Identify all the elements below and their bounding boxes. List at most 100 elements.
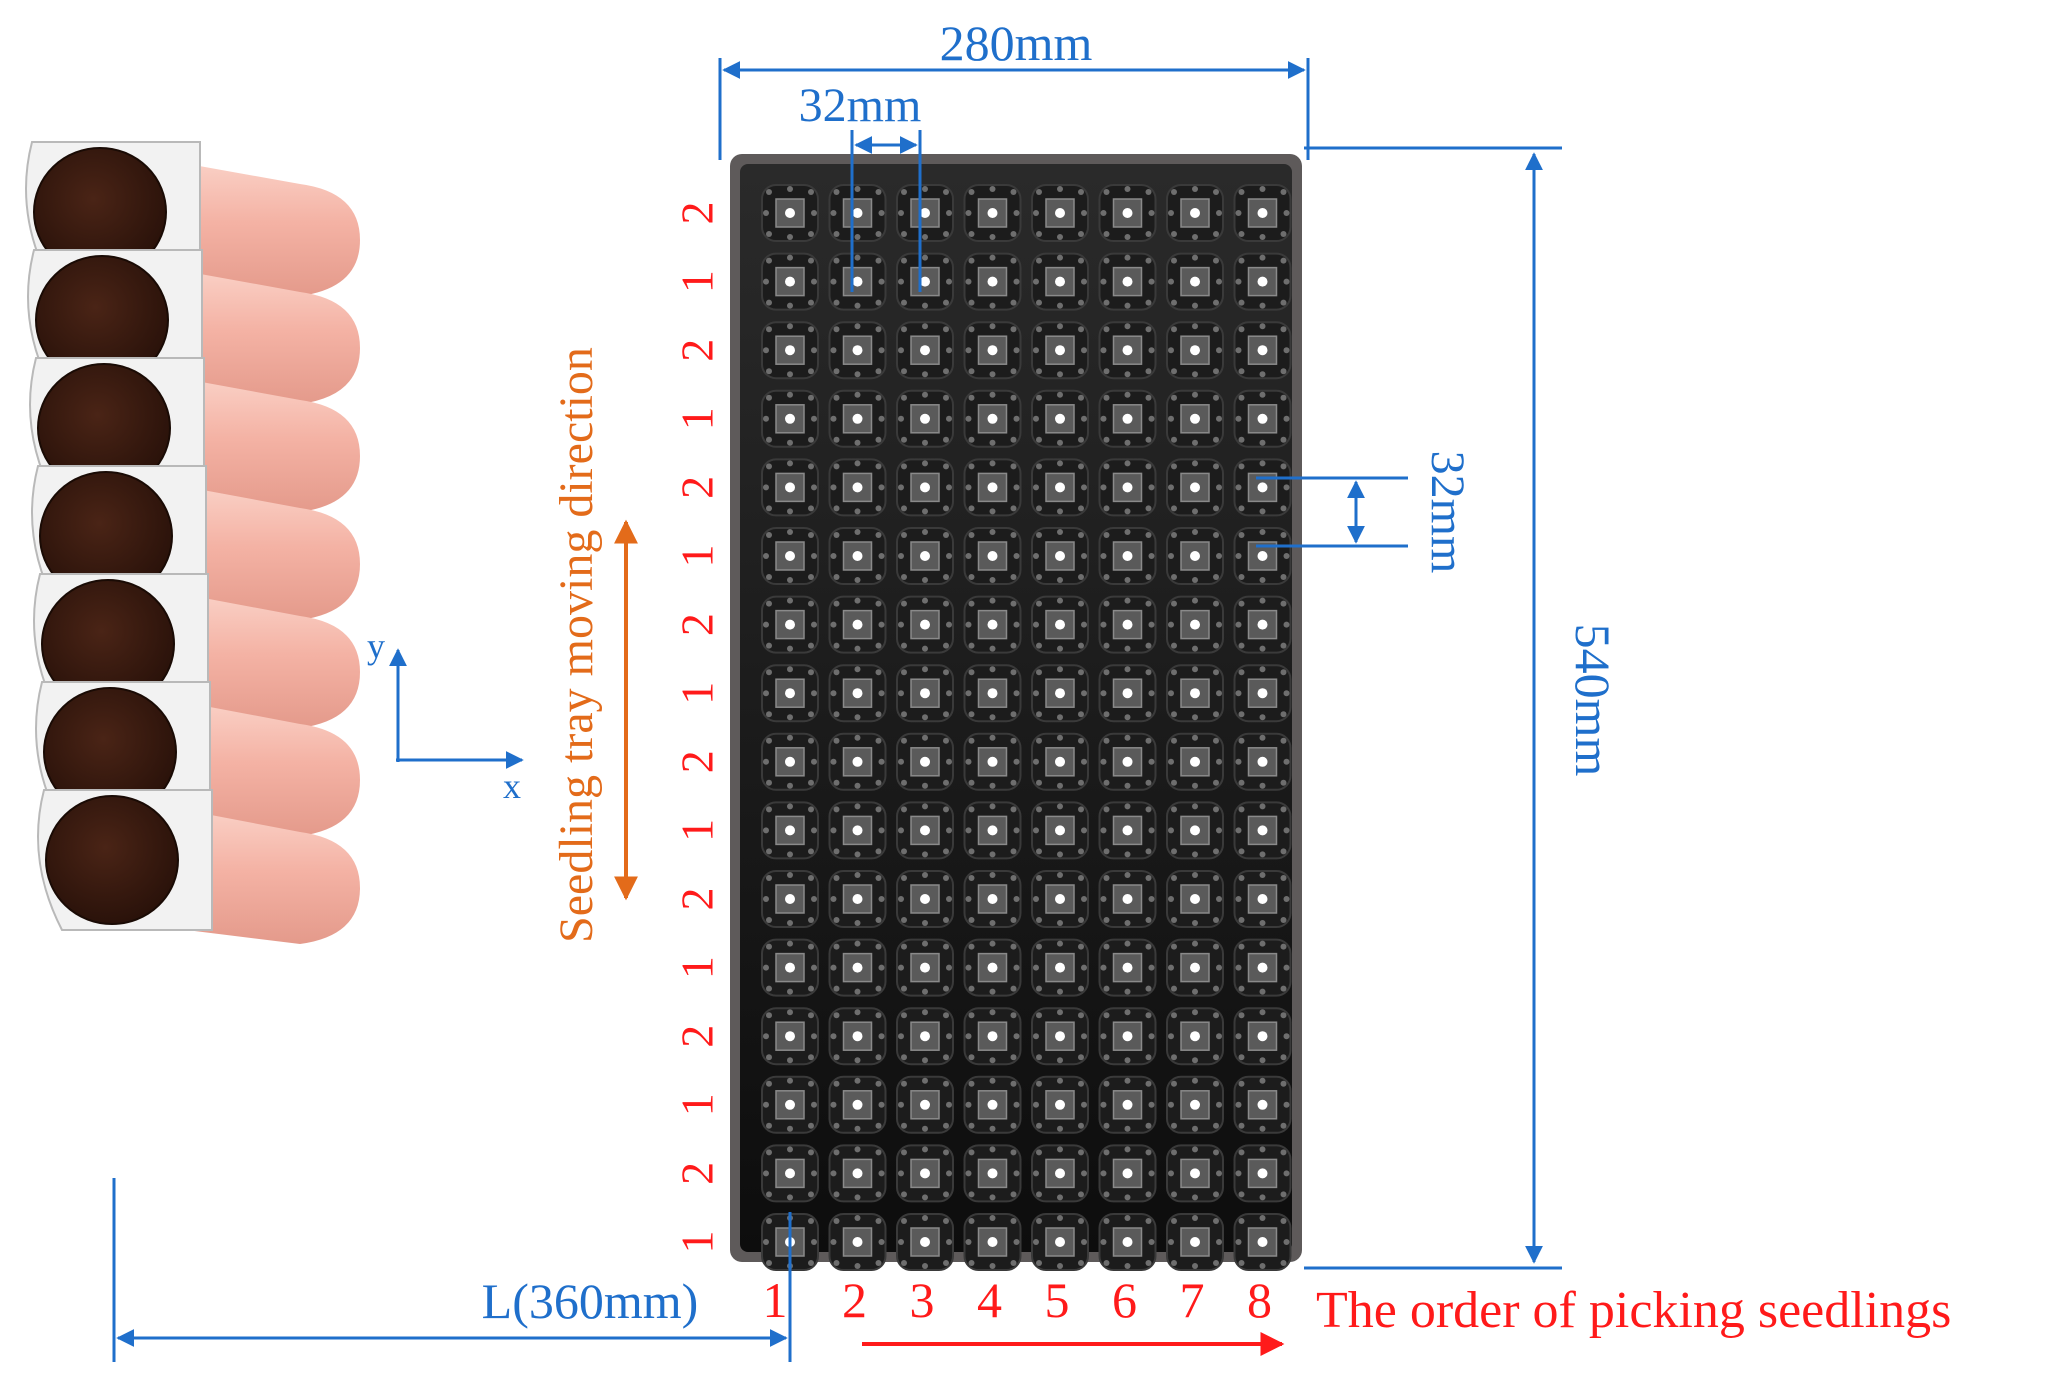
- tray-cell: [761, 664, 819, 723]
- tray-cell: [963, 184, 1022, 242]
- tray-cell: [1031, 321, 1089, 380]
- tray-cell: [1166, 321, 1224, 380]
- y-axis-label: y: [367, 626, 385, 666]
- row-order-number: 1: [672, 819, 723, 842]
- column-order-number: 4: [977, 1272, 1002, 1328]
- row-order-number: 2: [672, 888, 723, 911]
- row-order-number: 1: [672, 956, 723, 979]
- tray-cell: [828, 458, 887, 517]
- row-order-number: 2: [672, 339, 723, 362]
- row-order-number: 1: [672, 682, 723, 705]
- cell-pitch-y-dimension: 32mm: [1256, 451, 1474, 574]
- tray-cell: [963, 1213, 1022, 1271]
- distance-L-dimension: L(360mm): [112, 1178, 792, 1362]
- row-order-number: 1: [672, 407, 723, 430]
- tray-cell: [1166, 527, 1224, 585]
- tray-cells: [761, 184, 1292, 1271]
- row-order-number: 1: [672, 1093, 723, 1116]
- tray-cell: [1098, 1144, 1157, 1203]
- tray-cell: [761, 870, 819, 928]
- cell-pitch-y-label: 32mm: [1421, 451, 1474, 574]
- tray-cell: [963, 252, 1022, 311]
- tray-cell: [896, 1144, 954, 1203]
- tray-cell: [828, 184, 887, 242]
- tray-width-dimension: 280mm: [718, 15, 1310, 160]
- tray-cell: [1031, 664, 1089, 723]
- cell-pitch-x-dimension: 32mm: [799, 79, 922, 292]
- tray-cell: [963, 458, 1022, 517]
- tray-cell: [896, 1213, 954, 1271]
- tray-cell: [1233, 595, 1292, 654]
- tray-cell: [896, 595, 954, 654]
- distance-L-label: L(360mm): [482, 1273, 699, 1329]
- tray-cell: [1166, 458, 1224, 517]
- column-order-number: 8: [1247, 1272, 1272, 1328]
- tray-cell: [1031, 1144, 1089, 1203]
- tray-cell: [963, 732, 1022, 791]
- gripper-array: [25, 141, 360, 944]
- tray-cell: [963, 870, 1022, 928]
- tray-cell: [1233, 527, 1292, 585]
- tray-cell: [1166, 664, 1224, 723]
- cell-pitch-x-label: 32mm: [799, 79, 922, 132]
- tray-cell: [1233, 732, 1292, 791]
- tray-cell: [1031, 1075, 1089, 1134]
- tray-cell: [761, 595, 819, 654]
- tray-cell: [828, 1144, 887, 1203]
- tray-cell: [1233, 938, 1292, 997]
- tray-cell: [963, 938, 1022, 997]
- tray-cell: [896, 801, 954, 860]
- tray-cell: [963, 1007, 1022, 1066]
- tray-cell: [761, 458, 819, 517]
- tray-cell: [1031, 732, 1089, 791]
- tray-cell: [1233, 664, 1292, 723]
- row-order-number: 2: [672, 202, 723, 225]
- tray-cell: [828, 870, 887, 928]
- tray-cell: [1233, 1007, 1292, 1066]
- tray-cell: [1031, 1213, 1089, 1271]
- moving-direction-indicator: Seedling tray moving direction: [550, 347, 638, 943]
- tray-cell: [896, 1075, 954, 1134]
- tray-cell: [761, 527, 819, 585]
- tray-cell: [1166, 252, 1224, 311]
- tray-cell: [1098, 1213, 1157, 1271]
- tray-cell: [896, 389, 954, 448]
- column-order-number: 2: [842, 1272, 867, 1328]
- tray-cell: [761, 184, 819, 242]
- tray-length-dimension: 540mm: [1304, 146, 1621, 1270]
- tray-cell: [1233, 321, 1292, 380]
- tray-cell: [963, 1075, 1022, 1134]
- tray-cell: [896, 321, 954, 380]
- column-order-number: 6: [1112, 1272, 1137, 1328]
- tray-cell: [1166, 184, 1224, 242]
- x-axis-label: x: [503, 766, 521, 806]
- tray-cell: [1233, 1075, 1292, 1134]
- tray-cell: [1098, 527, 1157, 585]
- tray-cell: [963, 389, 1022, 448]
- tray-cell: [1031, 458, 1089, 517]
- tray-cell: [1166, 1075, 1224, 1134]
- moving-direction-label: Seedling tray moving direction: [550, 347, 603, 943]
- seedling-tray: [730, 154, 1302, 1271]
- tray-cell: [1031, 1007, 1089, 1066]
- row-order-number: 1: [672, 1231, 723, 1254]
- tray-cell: [1233, 870, 1292, 928]
- tray-cell: [761, 1007, 819, 1066]
- tray-cell: [896, 527, 954, 585]
- tray-cell: [1031, 595, 1089, 654]
- tray-cell: [1031, 389, 1089, 448]
- tray-cell: [896, 938, 954, 997]
- tray-cell: [896, 252, 954, 311]
- tray-cell: [761, 732, 819, 791]
- tray-cell: [1166, 732, 1224, 791]
- tray-cell: [1166, 938, 1224, 997]
- tray-cell: [761, 801, 819, 860]
- picking-order-label: The order of picking seedlings: [1316, 1282, 1951, 1339]
- tray-cell: [1233, 801, 1292, 860]
- tray-cell: [1031, 184, 1089, 242]
- tray-cell: [1031, 801, 1089, 860]
- row-order-number: 2: [672, 750, 723, 773]
- tray-cell: [896, 184, 954, 242]
- tray-cell: [828, 664, 887, 723]
